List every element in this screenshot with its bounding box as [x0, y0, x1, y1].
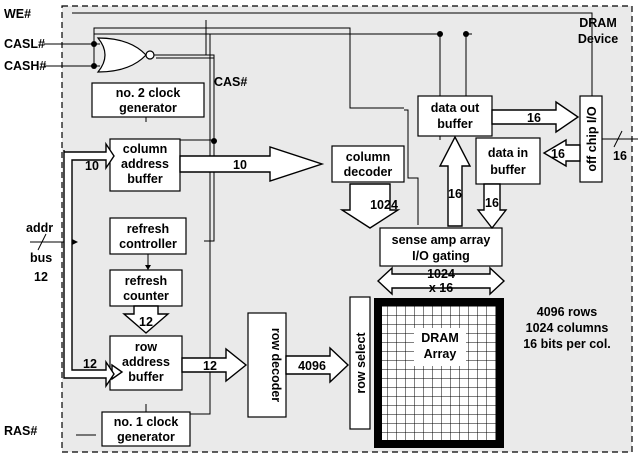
bus-out-to-io-arrow: [491, 100, 580, 134]
bus-addr-to-col: 10: [85, 159, 99, 173]
col-decoder-block: column decoder: [331, 145, 405, 183]
off-chip-io-block: off chip I/O: [579, 95, 603, 183]
svg-text:address: address: [121, 157, 169, 171]
clock2-block: no. 2 clock generator: [91, 82, 205, 118]
svg-text:no. 2 clock: no. 2 clock: [116, 86, 181, 100]
bus-row-buf-to-dec-arrow: [181, 347, 248, 383]
nor-gate: [96, 37, 155, 73]
ext-io-line: [602, 130, 638, 148]
row-select-block: row select: [349, 296, 371, 430]
svg-text:data in: data in: [488, 146, 528, 160]
bus-in-to-sense: 16: [485, 196, 499, 210]
svg-text:refresh: refresh: [127, 222, 169, 236]
wire-dots: [91, 31, 469, 144]
svg-text:column: column: [346, 150, 390, 164]
bus-counter-to-row: 12: [139, 315, 153, 329]
pin-addr-1: addr: [26, 221, 53, 235]
svg-text:decoder: decoder: [344, 165, 393, 179]
bus-col-dec-to-sense-arrow: [339, 183, 401, 229]
bus-sense-to-out-arrow: [438, 135, 472, 227]
bus-sense-to-out: 16: [448, 187, 462, 201]
row-decoder-block: row decoder: [247, 312, 287, 418]
bus-sense-to-array-2: x 16: [429, 281, 453, 295]
data-in-buffer-block: data in buffer: [475, 137, 541, 185]
pin-ras: RAS#: [4, 424, 37, 438]
svg-text:no. 1 clock: no. 1 clock: [114, 415, 179, 429]
svg-text:generator: generator: [119, 101, 177, 115]
pin-casl: CASL#: [4, 37, 45, 51]
svg-text:controller: controller: [119, 237, 177, 251]
bus-col-buf-to-dec-arrow: [179, 146, 325, 182]
bus-dec-to-select-arrow: [285, 346, 350, 384]
row-addr-buffer-block: row address buffer: [109, 335, 183, 391]
device-title-2: Device: [578, 32, 618, 46]
svg-text:I/O gating: I/O gating: [412, 249, 470, 263]
signal-cas: CAS#: [214, 75, 247, 89]
bus-io-to-in: 16: [551, 147, 565, 161]
svg-text:buffer: buffer: [127, 172, 163, 186]
svg-text:off chip I/O: off chip I/O: [585, 106, 599, 172]
sense-amp-block: sense amp array I/O gating: [379, 227, 503, 267]
svg-text:data out: data out: [431, 101, 480, 115]
bus-out-to-io: 16: [527, 111, 541, 125]
refresh-counter-block: refresh counter: [109, 269, 183, 307]
bus-counter-to-row-arrow: [122, 305, 170, 334]
svg-text:buffer: buffer: [490, 163, 526, 177]
pin-we: WE#: [4, 7, 31, 21]
clock1-block: no. 1 clock generator: [101, 411, 191, 447]
svg-text:Array: Array: [424, 347, 457, 361]
svg-text:buffer: buffer: [128, 370, 164, 384]
svg-text:counter: counter: [123, 289, 169, 303]
pin-addr-width: 12: [34, 270, 48, 284]
bus-addr-to-row: 12: [83, 357, 97, 371]
svg-text:generator: generator: [117, 430, 175, 444]
addr-bus-split: [63, 141, 124, 389]
device-title-1: DRAM: [579, 16, 617, 30]
svg-text:DRAM: DRAM: [421, 331, 459, 345]
svg-text:address: address: [122, 355, 170, 369]
svg-text:sense amp array: sense amp array: [392, 233, 491, 247]
bus-col-buf-to-dec: 10: [233, 158, 247, 172]
bus-row-buf-to-dec: 12: [203, 359, 217, 373]
array-info-bits: 16 bits per col.: [523, 337, 611, 351]
bus-dec-to-select: 4096: [298, 359, 326, 373]
ctrl-to-counter-arrow: [145, 265, 151, 270]
bus-sense-to-array-1: 1024: [427, 267, 455, 281]
svg-text:row: row: [135, 340, 158, 354]
svg-text:row decoder: row decoder: [269, 328, 283, 402]
pin-addr-2: bus: [30, 251, 52, 265]
data-out-buffer-block: data out buffer: [417, 95, 493, 137]
array-info-rows: 4096 rows: [537, 305, 598, 319]
bus-io-to-in-arrow: [542, 138, 581, 168]
bus-in-to-sense-arrow: [476, 183, 508, 230]
array-info-cols: 1024 columns: [526, 321, 609, 335]
svg-text:column: column: [123, 142, 167, 156]
svg-text:buffer: buffer: [437, 117, 473, 131]
refresh-controller-block: refresh controller: [109, 217, 187, 255]
svg-text:row select: row select: [354, 332, 368, 394]
bus-col-dec-to-sense: 1024: [370, 198, 398, 212]
pin-cash: CASH#: [4, 59, 46, 73]
col-addr-buffer-block: column address buffer: [109, 138, 181, 192]
svg-text:refresh: refresh: [125, 274, 167, 288]
bus-ext-io: 16: [613, 149, 627, 163]
bus-sense-to-array-arrow: [376, 266, 506, 296]
dram-array: DRAM Array: [374, 298, 504, 448]
